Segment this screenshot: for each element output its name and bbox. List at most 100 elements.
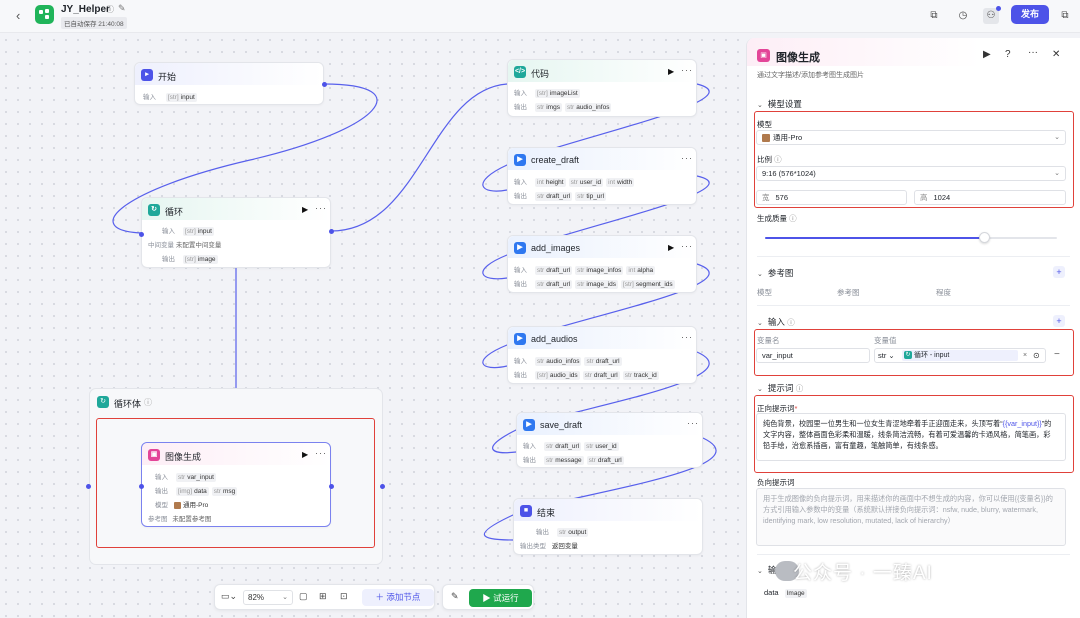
add-input-button[interactable]: + [1053,315,1065,327]
var-value-input[interactable]: str ⌄ ↻ 循环 - input × ⊙ [874,348,1046,363]
loop-icon: ↻ [148,204,160,216]
var-value-header: 变量值 [874,336,897,345]
clear-icon[interactable]: × [1023,352,1028,359]
node-input-row: 输入 [str]input [143,93,197,102]
node-title: 结束 [537,508,556,518]
section-reference[interactable]: ⌄参考图 [757,268,794,278]
node-output-row: 输出[str]image [162,255,218,264]
history-icon[interactable]: ◷ [958,10,968,21]
run-node-icon[interactable]: ▶ [668,243,675,252]
section-prompt[interactable]: ⌄提示词 ⓘ [757,383,804,393]
more-icon[interactable]: ··· [1028,47,1038,58]
info-icon: ⓘ [787,318,795,327]
positive-prompt-label: 正向提示词* [757,404,798,413]
copy-icon[interactable]: ⧉ [930,10,938,21]
canvas-toolbar: ▭⌄ 82%⌄ ▢ ⊞ ⊡ ＋ 添加节点 [214,584,435,610]
model-thumbnail [762,134,770,143]
info-icon: ⓘ [774,155,782,164]
edit-icon[interactable]: ✎ [118,3,126,13]
more-icon[interactable]: ··· [681,153,693,163]
var-name-input[interactable]: var_input [756,348,870,363]
collaborators-icon[interactable]: ⚇ [983,6,1001,24]
negative-prompt-label: 负向提示词 [757,478,795,487]
close-icon[interactable]: ✕ [1052,49,1061,60]
more-icon[interactable]: ··· [687,418,699,428]
test-run-button[interactable]: ▶ 试运行 [469,589,532,607]
node-title: 循环 [165,207,184,217]
variable-picker-icon[interactable]: ⊙ [1033,351,1040,360]
window-icon[interactable]: ⧉ [1061,10,1069,21]
run-node-icon[interactable]: ▶ [668,67,675,76]
run-node-icon[interactable]: ▶ [302,205,309,214]
highlight-box-input [754,329,1074,376]
section-input[interactable]: ⌄输入 ⓘ [757,317,795,327]
node-title: create_draft [531,155,580,165]
info-icon[interactable]: ⓘ [106,5,114,14]
run-node-icon[interactable]: ▶ [302,450,309,459]
ratio-label: 比例 ⓘ [757,155,782,164]
ratio-select[interactable]: 9:16 (576*1024)⌄ [756,166,1066,181]
ref-col-image: 参考图 [837,288,860,297]
negative-prompt-input[interactable]: 用于生成图像的负向提示词，用来描述你的画面中不想生成的内容，你可以使用{{变量名… [756,488,1066,546]
node-model-row: 模型通用-Pro [155,501,209,509]
minimap-icon[interactable]: ▭⌄ [221,591,238,601]
more-icon[interactable]: ··· [681,332,693,342]
start-node[interactable]: ▸ 开始 输入 [str]input [134,62,327,105]
node-title: 开始 [158,72,177,82]
loop-node[interactable]: ↻ 循环 ▶ ··· 输入[str]input 中间变量 未配置中间变量 输出[… [139,197,334,268]
layout-icon[interactable]: ⊞ [319,591,327,601]
run-toolbar: ✎ ▶ 试运行 [442,584,534,610]
back-icon[interactable]: ‹ [16,8,21,23]
run-icon[interactable]: ▶ [983,49,991,60]
quality-slider-knob[interactable] [979,232,990,243]
model-select[interactable]: 通用-Pro⌄ [756,130,1066,145]
app-name: JY_Helper [61,4,110,15]
comment-icon[interactable]: ▢ [299,591,308,601]
info-icon[interactable]: ⓘ [144,398,152,407]
more-icon[interactable]: ··· [315,448,327,458]
highlight-box-prompt [754,395,1074,473]
debug-icon[interactable]: ✎ [451,591,459,601]
node-title: 代码 [531,69,550,79]
more-icon[interactable]: ··· [681,241,693,251]
publish-button[interactable]: 发布 [1011,5,1049,24]
watermark-logo [775,561,799,581]
add-node-button[interactable]: ＋ 添加节点 [362,589,434,606]
node-title: 图像生成 [165,452,202,462]
add-reference-button[interactable]: + [1053,266,1065,278]
image-gen-icon: ▣ [148,449,160,461]
remove-input-icon[interactable]: − [1054,349,1060,360]
node-title: add_images [531,243,581,253]
info-icon: ⓘ [795,384,804,393]
fit-view-icon[interactable]: ⊡ [340,591,348,601]
node-type-row: 输出类型 返回变量 [520,543,578,550]
ref-col-model: 模型 [757,288,772,297]
positive-prompt-input[interactable]: 纯色背景，校园里一位男生和一位女生青涩地牵着手正迎面走来，头顶写着“{{var_… [756,413,1066,461]
more-icon[interactable]: ··· [681,65,693,75]
zoom-select[interactable]: 82%⌄ [243,590,293,605]
highlight-box-loop-body [96,418,375,548]
quality-slider-fill [765,237,984,239]
section-model-settings[interactable]: ⌄模型设置 [757,99,802,109]
more-icon[interactable]: ··· [315,203,327,213]
var-type-select[interactable]: str ⌄ [878,351,895,360]
help-icon[interactable]: ? [1005,49,1011,60]
watermark: 公众号 · 一臻AI [793,563,933,584]
plugin-icon: ▶ [514,154,526,166]
